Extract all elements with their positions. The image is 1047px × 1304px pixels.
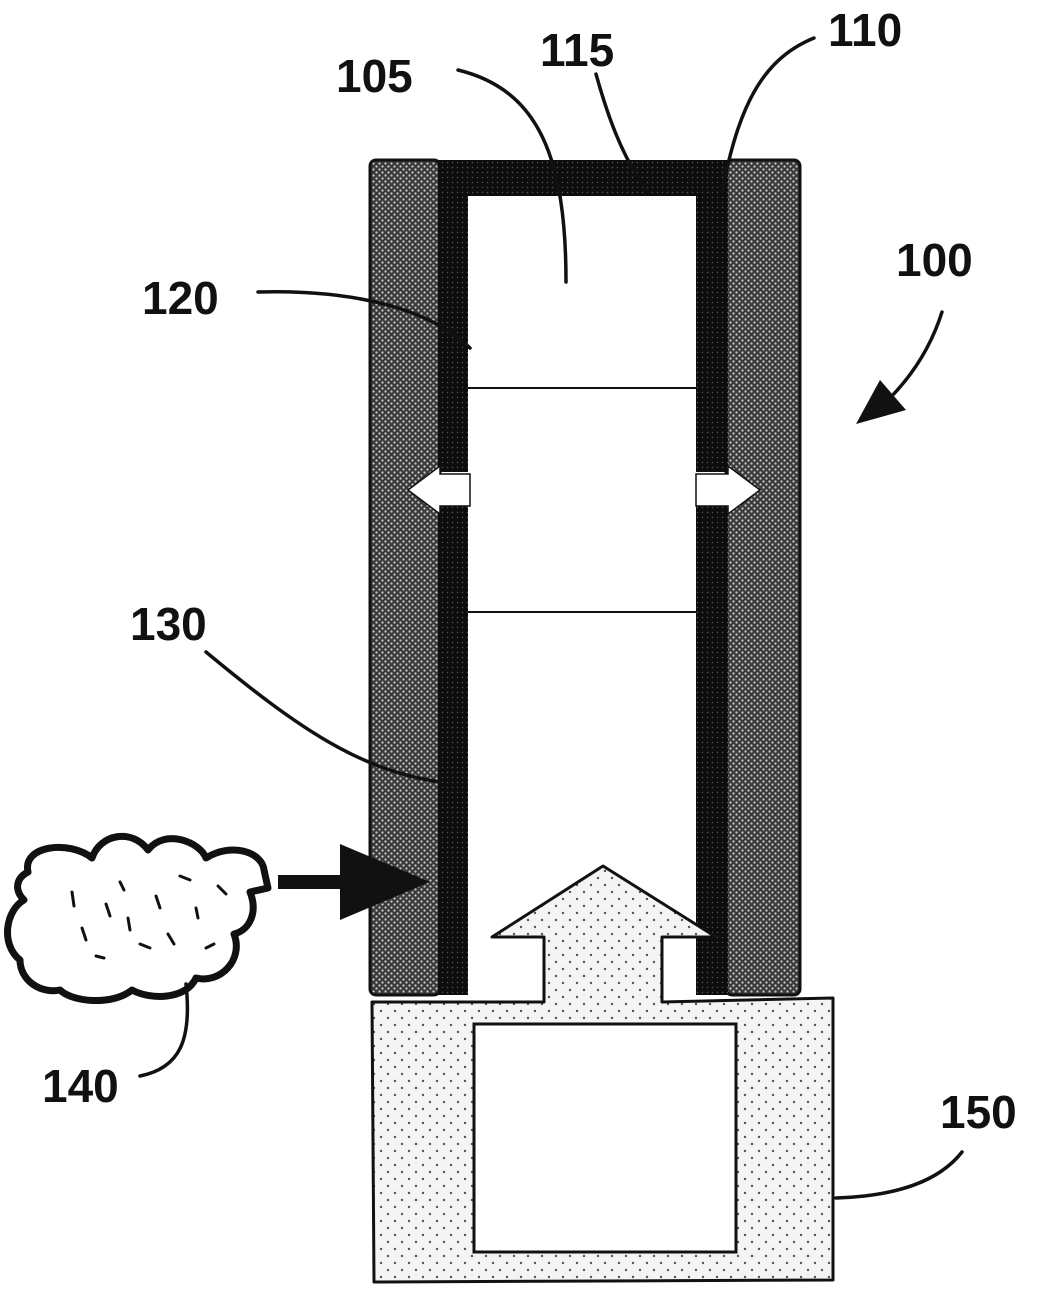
leader-150 bbox=[834, 1150, 964, 1200]
leader-115 bbox=[594, 72, 652, 196]
base-unit-window bbox=[472, 1022, 738, 1254]
device-pointer-arrowhead bbox=[856, 380, 906, 424]
label-130: 130 bbox=[130, 598, 207, 650]
label-105: 105 bbox=[336, 50, 413, 102]
external-source-specks bbox=[70, 874, 228, 960]
base-unit bbox=[370, 864, 835, 1284]
expansion-arrows bbox=[406, 464, 762, 516]
leader-130 bbox=[204, 650, 442, 784]
leader-110 bbox=[720, 36, 816, 194]
external-source-arrow-shaft bbox=[278, 875, 344, 889]
leader-120 bbox=[256, 290, 472, 350]
inner-chamber bbox=[468, 196, 696, 995]
label-110: 110 bbox=[828, 4, 902, 56]
outer-sleeve-right-wall bbox=[724, 158, 802, 997]
right-expansion-arrow bbox=[695, 464, 762, 516]
conductive-layer bbox=[438, 160, 728, 995]
device-pointer-line bbox=[886, 310, 944, 402]
leader-lines bbox=[138, 36, 964, 1200]
external-source-arrow bbox=[278, 844, 430, 920]
leader-105 bbox=[456, 68, 568, 284]
label-100: 100 bbox=[896, 234, 973, 286]
label-150: 150 bbox=[940, 1086, 1017, 1138]
label-120: 120 bbox=[142, 272, 219, 324]
leader-140 bbox=[138, 982, 190, 1078]
left-dark-layer-lower bbox=[438, 506, 468, 995]
top-wall bbox=[438, 160, 728, 196]
left-expansion-arrow bbox=[406, 464, 471, 516]
device-pointer bbox=[856, 310, 944, 424]
external-source-arrowhead bbox=[340, 844, 430, 920]
right-dark-layer-upper bbox=[696, 160, 728, 472]
external-source-cloud bbox=[4, 832, 272, 1004]
outer-sleeve bbox=[368, 158, 802, 997]
external-source bbox=[4, 832, 430, 1004]
inner-chamber-body bbox=[468, 196, 696, 995]
label-115: 115 bbox=[540, 24, 614, 76]
right-dark-layer-lower bbox=[696, 506, 728, 995]
left-dark-layer-upper bbox=[438, 160, 468, 472]
label-140: 140 bbox=[42, 1060, 119, 1112]
reference-labels: 105 115 110 100 120 130 140 150 bbox=[42, 4, 1017, 1138]
